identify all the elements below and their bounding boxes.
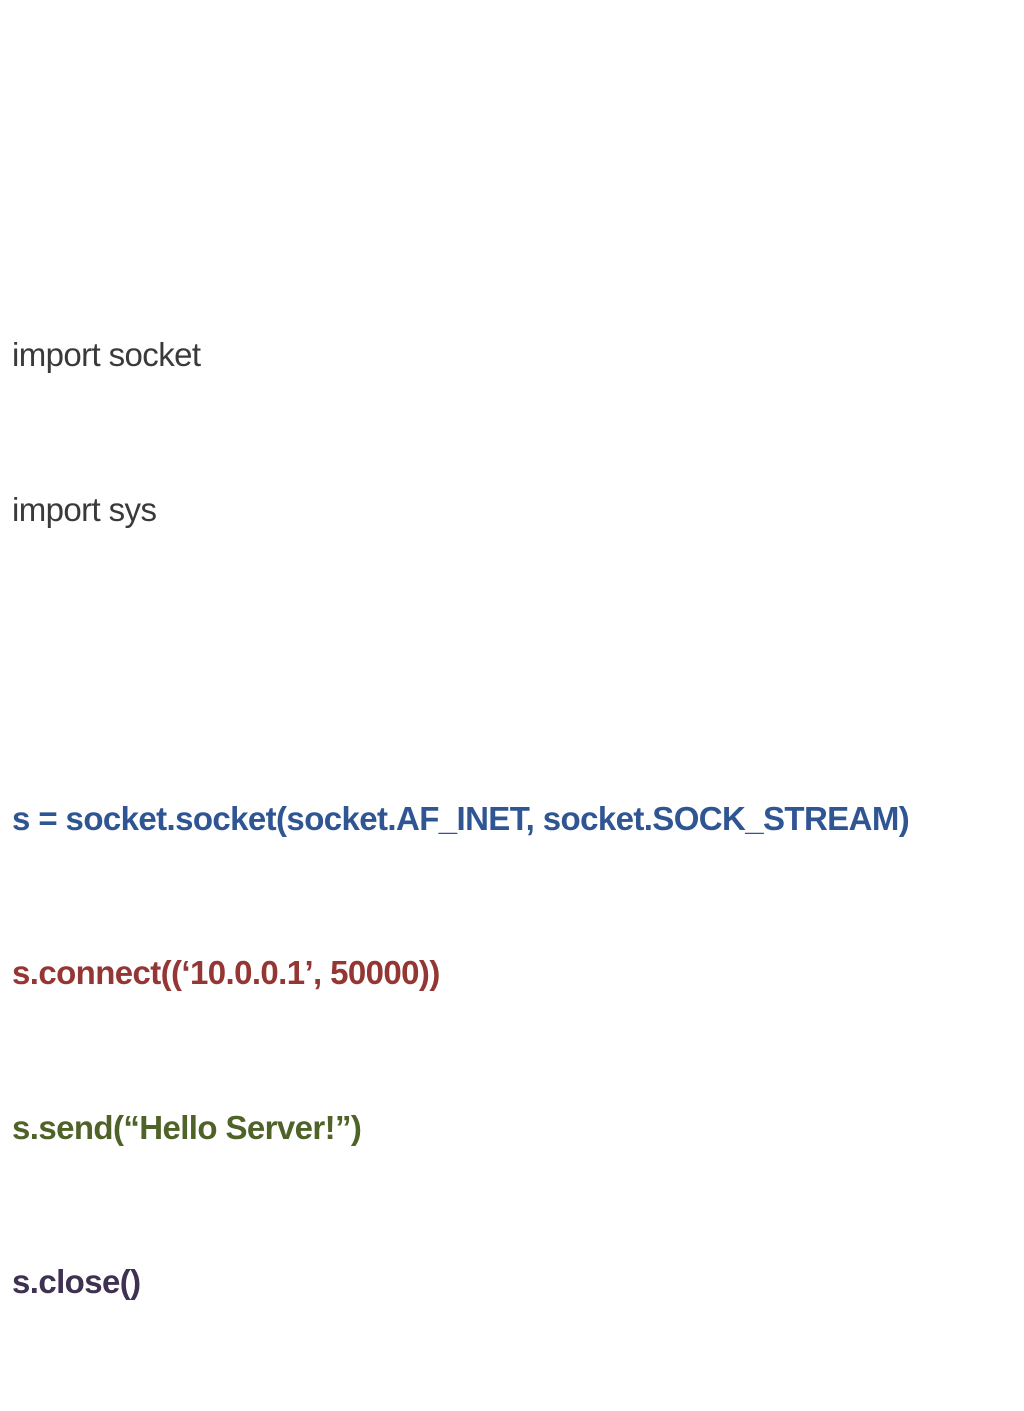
code-line-import-sys: import sys — [12, 490, 157, 528]
code-line-connect: s.connect((‘10.0.0.1’, 50000)) — [12, 954, 440, 991]
code-line-import-socket: import socket — [12, 336, 201, 373]
slide: import socket import sys s = socket.sock… — [12, 336, 910, 1300]
code-line-blank — [12, 638, 1020, 690]
code-line-close: s.close() — [12, 1263, 141, 1300]
code-block: import socket import sys s = socket.sock… — [12, 226, 1020, 1411]
code-line-socket-create: s = socket.socket(socket.AF_INET, socket… — [12, 799, 910, 837]
code-line-send: s.send(“Hello Server!”) — [12, 1108, 362, 1146]
